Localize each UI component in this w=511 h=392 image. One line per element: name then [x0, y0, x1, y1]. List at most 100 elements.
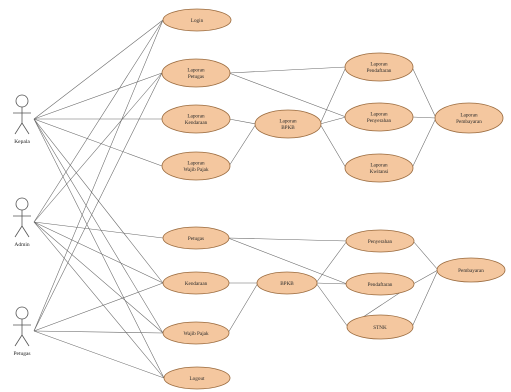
association-admin-kendaraan	[33, 221, 164, 284]
association-lap-wajib-pajak-lap-bpkb	[228, 123, 257, 167]
use-case-penyerahan[interactable]: Penyerahan	[345, 229, 415, 253]
use-case-lap-bpkb-shape	[254, 109, 322, 139]
use-case-lap-wajib-pajak-label: Wajib Pajak	[183, 167, 208, 173]
association-penyerahan-pembayaran	[412, 240, 439, 271]
association-pendaftaran-pembayaran	[412, 269, 439, 285]
association-petugas-kendaraan	[33, 282, 164, 332]
use-case-lap-kwitansi-label: Laporan	[370, 163, 388, 169]
association-lap-petugas-lap-pendaftaran	[228, 66, 347, 74]
association-admin-lap-petugas	[33, 72, 163, 223]
association-lap-kendaraan-lap-bpkb	[228, 118, 257, 125]
use-case-bpkb[interactable]: BPKB	[256, 271, 318, 295]
use-case-lap-kendaraan-shape	[161, 104, 231, 134]
association-petugas-pendaftaran	[227, 237, 348, 285]
use-case-petugas-shape	[162, 226, 230, 250]
use-case-login-shape	[162, 8, 232, 32]
association-petugas-lap-petugas	[33, 72, 163, 332]
use-case-wajib-pajak[interactable]: Wajib Pajak	[162, 321, 230, 345]
use-case-pembayaran-label: Pembayaran	[458, 268, 484, 274]
use-case-kendaraan-shape	[162, 271, 230, 295]
use-case-pendaftaran[interactable]: Pendaftaran	[345, 272, 415, 296]
use-case-logout[interactable]: Logout	[163, 366, 231, 390]
use-case-penyerahan-label: Penyerahan	[368, 239, 393, 245]
actor-admin: Admin	[13, 197, 31, 248]
actor-right-leg	[21, 334, 30, 347]
actor-petugas: Petugas	[13, 306, 31, 357]
use-case-lap-petugas-label: Petugas	[188, 74, 204, 80]
actor-right-leg	[21, 225, 30, 238]
use-case-kendaraan-label: Kendaraan	[185, 281, 208, 287]
use-case-petugas[interactable]: Petugas	[162, 226, 230, 250]
association-kepala-login	[33, 19, 164, 120]
use-case-lap-bpkb-label: Laporan	[279, 119, 297, 125]
association-lap-bpkb-lap-kwitansi	[319, 123, 347, 169]
use-case-bpkb-shape	[256, 271, 318, 295]
use-case-login[interactable]: Login	[162, 8, 232, 32]
use-case-pendaftaran-shape	[345, 272, 415, 296]
actor-head	[15, 94, 29, 108]
use-case-pembayaran-shape	[436, 257, 506, 283]
association-kepala-wajib-pajak	[33, 118, 164, 334]
use-case-pendaftaran-label: Pendaftaran	[368, 281, 393, 288]
use-case-lap-kwitansi-label: Kwitansi	[370, 169, 389, 175]
use-case-stnk-label: STNK	[373, 325, 387, 331]
actor-left-leg	[14, 225, 23, 238]
use-case-lap-wajib-pajak-label: Laporan	[187, 161, 205, 167]
association-kepala-lap-wajib-pajak	[33, 118, 163, 167]
use-case-lap-bpkb-label: BPKB	[281, 125, 295, 131]
actor-head	[15, 197, 29, 211]
association-wajib-pajak-bpkb	[227, 282, 259, 334]
association-admin-login	[33, 19, 164, 223]
association-lap-pendaftaran-lap-pembayaran	[411, 66, 437, 119]
use-case-lap-kendaraan-label: Laporan	[187, 114, 205, 120]
association-kepala-logout	[33, 118, 165, 379]
association-bpkb-pendaftaran	[315, 282, 348, 285]
actor-head	[15, 306, 29, 320]
use-case-lap-pembayaran-label: Pembayaran	[456, 119, 482, 125]
use-case-lap-penyerahan-label: Penyerahan	[367, 118, 392, 124]
use-case-stnk-shape	[346, 314, 414, 340]
association-petugas-login	[33, 19, 164, 332]
use-case-pembayaran[interactable]: Pembayaran	[436, 257, 506, 283]
use-case-lap-penyerahan-shape	[344, 102, 414, 132]
association-stnk-pembayaran	[411, 269, 439, 328]
use-case-bpkb-label: BPKB	[280, 281, 294, 287]
actor-right-leg	[21, 122, 30, 135]
use-case-logout-label: Logout	[190, 376, 206, 382]
actor-left-leg	[14, 122, 23, 135]
use-case-lap-kwitansi-shape	[344, 153, 414, 183]
use-case-lap-wajib-pajak-shape	[161, 151, 231, 181]
use-case-lap-pendaftaran-shape	[344, 52, 414, 82]
use-case-lap-pendaftaran-label: Pendaftaran	[367, 67, 392, 74]
actor-kepala: Kepala	[13, 94, 31, 145]
use-case-lap-pendaftaran-label: Laporan	[370, 62, 388, 68]
use-case-lap-pembayaran-label: Laporan	[460, 113, 478, 119]
association-lap-penyerahan-lap-pembayaran	[411, 116, 437, 119]
actor-label-kepala: Kepala	[14, 139, 30, 145]
use-case-stnk[interactable]: STNK	[346, 314, 414, 340]
use-case-penyerahan-shape	[345, 229, 415, 253]
association-admin-wajib-pajak	[33, 221, 164, 334]
association-lap-bpkb-lap-pendaftaran	[319, 66, 347, 125]
use-case-lap-petugas-shape	[161, 58, 231, 88]
association-lap-bpkb-lap-penyerahan	[319, 116, 347, 125]
use-case-logout-shape	[163, 366, 231, 390]
use-case-login-label: Login	[191, 18, 204, 24]
use-case-kendaraan[interactable]: Kendaraan	[162, 271, 230, 295]
use-case-lap-petugas-label: Laporan	[187, 68, 205, 74]
use-case-wajib-pajak-label: Wajib Pajak	[183, 331, 208, 337]
association-bpkb-penyerahan	[315, 240, 348, 284]
actor-label-admin: Admin	[14, 242, 30, 248]
use-case-lap-penyerahan-label: Laporan	[370, 112, 388, 118]
use-case-lap-kendaraan-label: Kendaraan	[185, 120, 208, 126]
actor-label-petugas: Petugas	[13, 351, 30, 357]
